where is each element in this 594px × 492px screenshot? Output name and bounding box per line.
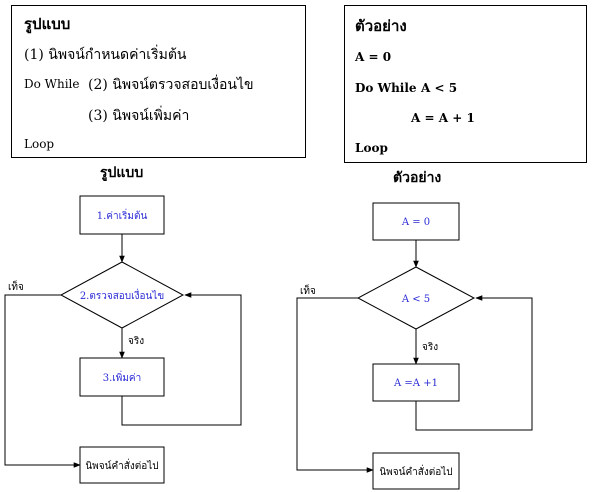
left-next-box xyxy=(79,446,165,484)
format-step-3: (3) นิพจน์เพิ่มค่า xyxy=(88,108,190,124)
right-increment-box xyxy=(372,363,460,402)
left-increment-label: 3.เพิ่มค่า xyxy=(103,370,141,384)
example-box-title: ตัวอย่าง xyxy=(355,17,407,35)
right-increment-label: A =A +1 xyxy=(393,378,438,389)
right-loop-back-line xyxy=(415,295,533,431)
example-increment: A = A + 1 xyxy=(411,111,475,125)
format-box-title: รูปแบบ xyxy=(24,15,71,33)
example-loop: Loop xyxy=(355,141,388,155)
left-init-box xyxy=(79,195,165,235)
right-condition-label: A < 5 xyxy=(401,294,430,305)
right-init-box xyxy=(372,202,460,241)
left-flowchart: 1.ค่าเริ่มต้น 2.ตรวจสอบเงื่อนไข จริง 3.เ… xyxy=(4,195,242,484)
right-false-line xyxy=(296,297,374,473)
example-condition: A < 5 xyxy=(421,81,458,95)
right-next-label: นิพจน์คำสั่งต่อไป xyxy=(379,464,452,478)
right-false-label: เท็จ xyxy=(300,283,316,297)
left-init-label: 1.ค่าเริ่มต้น xyxy=(97,208,148,222)
format-do-while: Do While xyxy=(24,77,80,91)
right-next-box xyxy=(372,452,460,490)
format-box: รูปแบบ (1) นิพจน์กำหนดค่าเริ่มต้น Do Whi… xyxy=(11,5,306,158)
left-condition-label: 2.ตรวจสอบเงื่อนไข xyxy=(80,288,164,302)
example-box: ตัวอย่าง A = 0 Do While A < 5 A = A + 1 … xyxy=(344,5,587,163)
left-true-label: จริง xyxy=(128,336,144,347)
right-true-label: จริง xyxy=(422,342,438,353)
left-false-line xyxy=(4,294,81,468)
right-init-label: A = 0 xyxy=(401,217,430,228)
right-flowchart: A = 0 A < 5 จริง A =A +1 เท็จ นิพจน์คำสั… xyxy=(296,202,533,490)
left-false-label: เท็จ xyxy=(8,279,24,293)
left-loop-back-line xyxy=(121,292,242,426)
example-init: A = 0 xyxy=(355,50,392,64)
format-loop: Loop xyxy=(24,137,55,151)
left-flowchart-caption: รูปแบบ xyxy=(100,165,144,181)
left-next-label: นิพจน์คำสั่งต่อไป xyxy=(85,458,158,472)
format-step-2: (2) นิพจน์ตรวจสอบเงื่อนไข xyxy=(88,77,254,93)
right-flowchart-caption: ตัวอย่าง xyxy=(393,170,442,186)
format-step-1: (1) นิพจน์กำหนดค่าเริ่มต้น xyxy=(24,47,187,63)
example-do-while: Do While xyxy=(355,81,417,95)
